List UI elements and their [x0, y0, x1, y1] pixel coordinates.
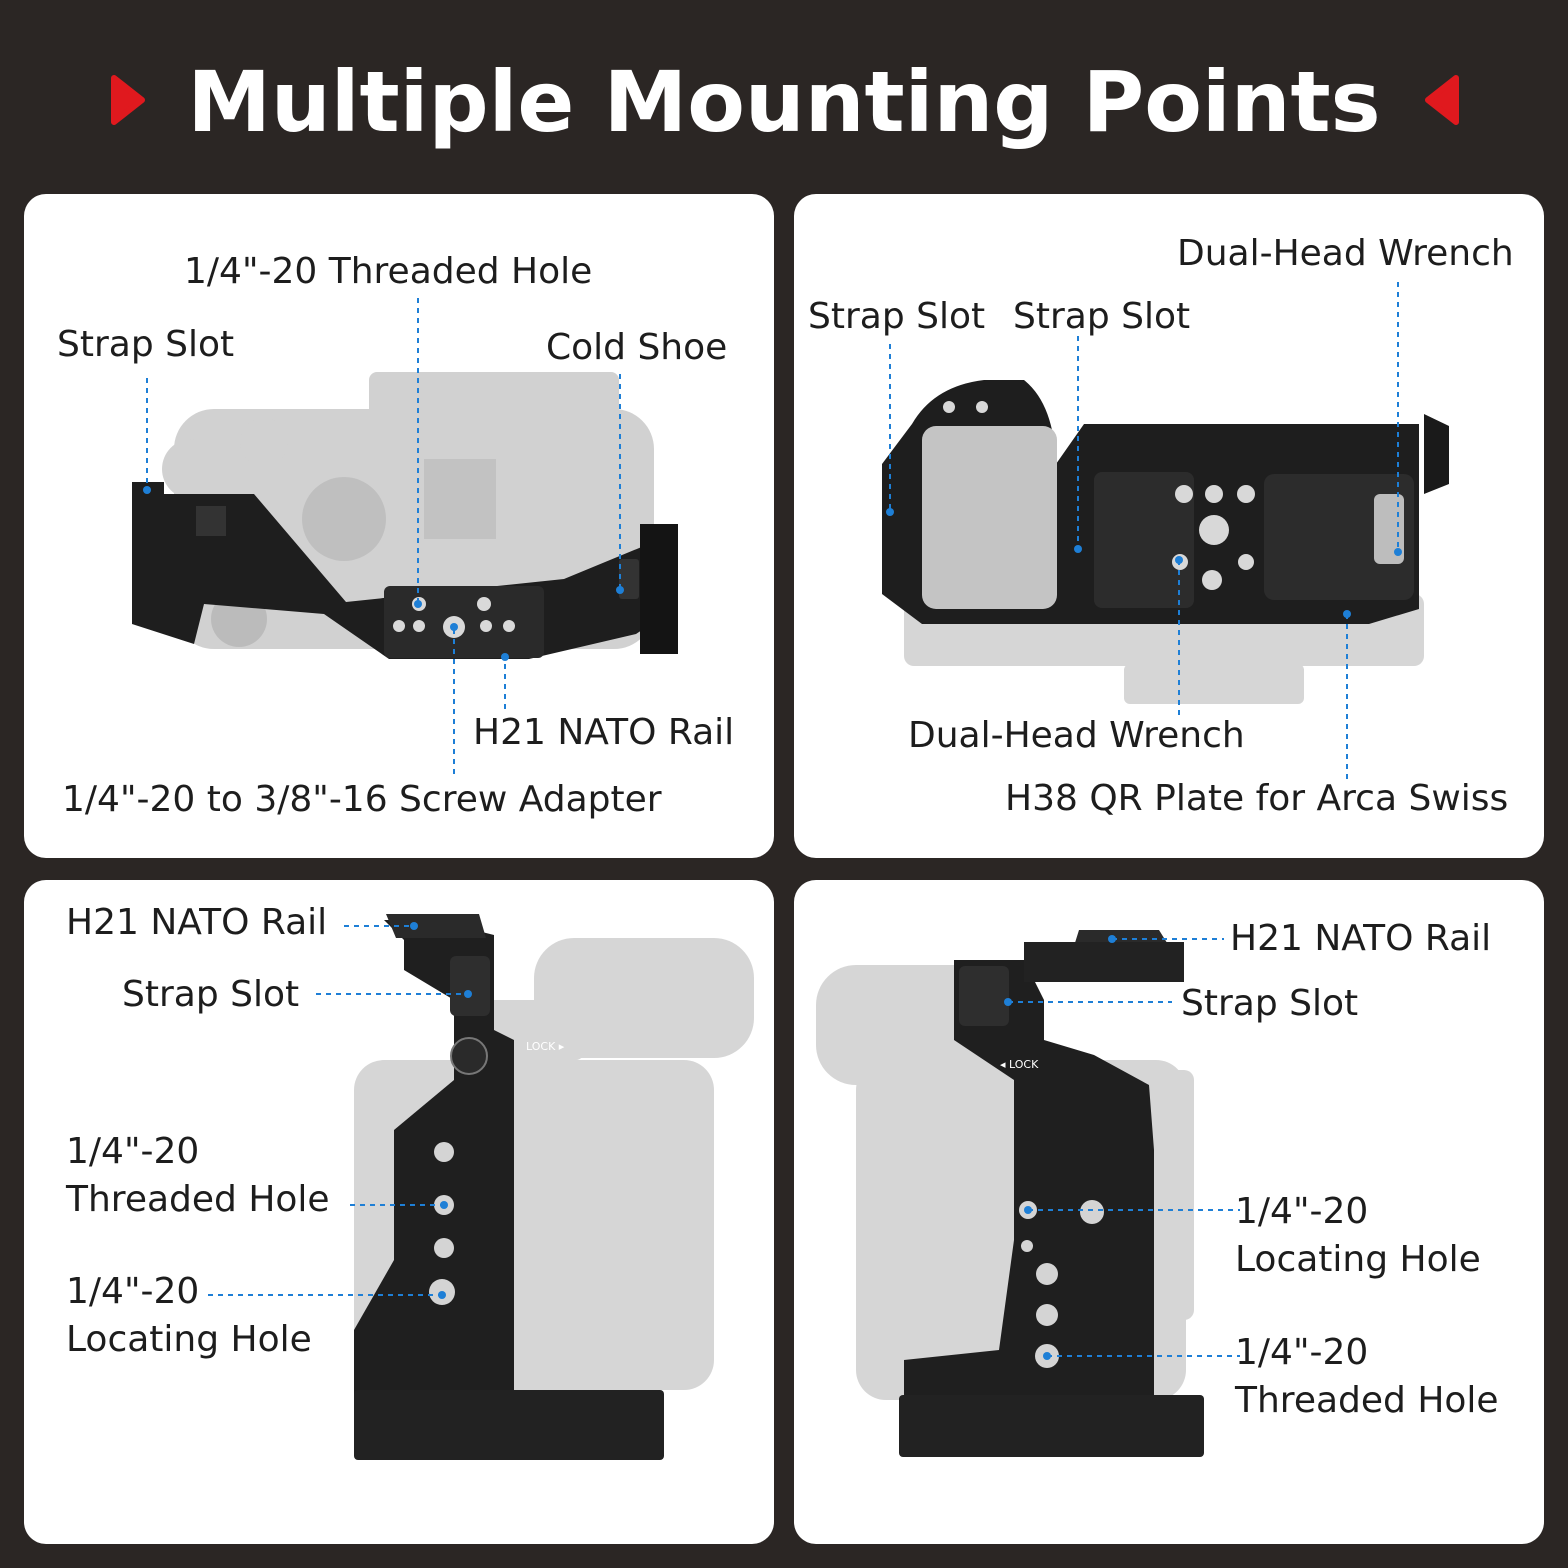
nato-rail-label: H21 NATO Rail [473, 712, 735, 753]
camera-cage-top-view-illustration [132, 298, 678, 774]
threaded-hole-label-line1: 1/4"-20 [1235, 1332, 1369, 1373]
camera-cage-right-side-illustration: ◂ LOCK [816, 930, 1240, 1457]
threaded-hole-label: 1/4"-20 Threaded Hole [184, 251, 593, 292]
panel-top-view: 1/4"-20 Threaded Hole Strap Slot Cold Sh… [24, 194, 774, 858]
camera-cage-left-side-illustration: LOCK ▸ [208, 914, 754, 1460]
nato-rail-label: H21 NATO Rail [1230, 918, 1492, 959]
qr-plate-label: H38 QR Plate for Arca Swiss [1005, 778, 1509, 819]
header-banner: Multiple Mounting Points [0, 0, 1568, 190]
page-title: Multiple Mounting Points [187, 53, 1381, 151]
nato-rail-label: H21 NATO Rail [66, 902, 328, 943]
strap-slot-label: Strap Slot [1181, 983, 1359, 1024]
screw-adapter-label: 1/4"-20 to 3/8"-16 Screw Adapter [62, 779, 662, 820]
right-pointing-triangle-icon [111, 75, 145, 125]
strap-slot-label: Strap Slot [122, 974, 300, 1015]
left-pointing-triangle-icon [1425, 75, 1459, 125]
locating-hole-label-line2: Locating Hole [66, 1319, 312, 1360]
locating-hole-label-line1: 1/4"-20 [66, 1271, 200, 1312]
threaded-hole-label-line1: 1/4"-20 [66, 1131, 200, 1172]
lock-engraving: LOCK ▸ [526, 1040, 565, 1053]
locating-hole-label-line2: Locating Hole [1235, 1239, 1481, 1280]
threaded-hole-label-line2: Threaded Hole [1235, 1380, 1499, 1421]
dual-head-wrench-bottom-label: Dual-Head Wrench [908, 715, 1245, 756]
strap-slot-2-label: Strap Slot [1013, 296, 1191, 337]
strap-slot-label: Strap Slot [57, 324, 235, 365]
lock-engraving: ◂ LOCK [1000, 1058, 1039, 1071]
panel-right-side-view: ◂ LOCK H21 NATO Rail Strap Slot 1/4"-20 … [794, 880, 1544, 1544]
locating-hole-label-line1: 1/4"-20 [1235, 1191, 1369, 1232]
panel-left-side-view: LOCK ▸ H21 NATO Rail Strap Slot 1/4"-20 … [24, 880, 774, 1544]
panel-bottom-view: Dual-Head Wrench Strap Slot Strap Slot D… [794, 194, 1544, 858]
camera-cage-bottom-view-illustration [882, 282, 1449, 780]
threaded-hole-label-line2: Threaded Hole [66, 1179, 330, 1220]
strap-slot-1-label: Strap Slot [808, 296, 986, 337]
dual-head-wrench-top-label: Dual-Head Wrench [1177, 233, 1514, 274]
cold-shoe-label: Cold Shoe [546, 327, 728, 368]
